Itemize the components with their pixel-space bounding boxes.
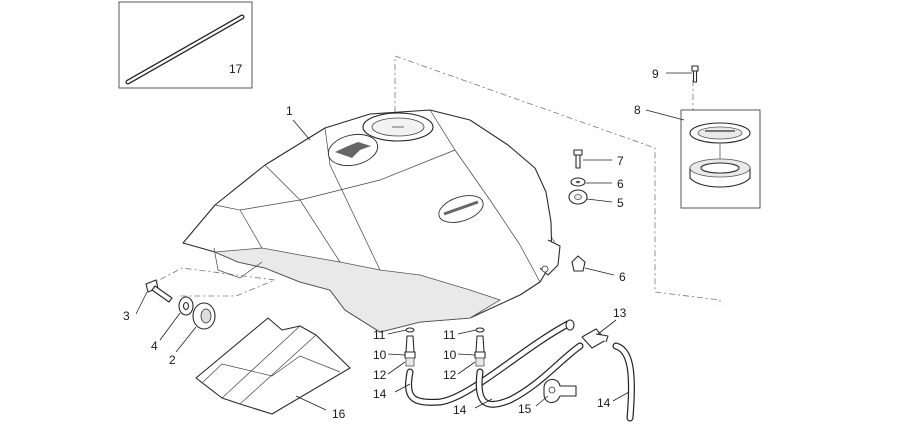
hoses <box>405 320 635 422</box>
callout-14a: 14 <box>373 387 387 401</box>
callout-16: 16 <box>332 407 346 421</box>
fuel-tank <box>182 109 561 333</box>
washer-4 <box>178 296 194 316</box>
assembly-guide-lines <box>147 55 721 305</box>
callout-12a: 12 <box>373 368 387 382</box>
callout-5: 5 <box>617 196 624 210</box>
callout-7: 7 <box>617 154 624 168</box>
callout-3: 3 <box>123 309 130 323</box>
callout-9: 9 <box>652 67 659 81</box>
callout-11a: 11 <box>373 328 386 342</box>
callout-14b: 14 <box>453 403 467 417</box>
callout-17: 17 <box>229 62 243 76</box>
callout-10a: 10 <box>373 348 387 362</box>
callout-10b: 10 <box>443 348 457 362</box>
right-mount-parts <box>568 149 588 272</box>
callout-15: 15 <box>518 402 532 416</box>
callout-8: 8 <box>634 103 641 117</box>
pad-16 <box>195 317 351 415</box>
rod-box <box>118 1 253 89</box>
callout-1: 1 <box>286 104 293 118</box>
grommet-2 <box>192 302 216 330</box>
callout-12b: 12 <box>443 368 457 382</box>
callout-13: 13 <box>613 306 627 320</box>
callout-6a: 6 <box>617 177 624 191</box>
callout-14c: 14 <box>597 396 611 410</box>
fittings <box>404 319 609 404</box>
leader-lines <box>135 72 692 411</box>
callout-4: 4 <box>151 339 158 353</box>
cap-assembly <box>680 65 761 209</box>
bolt-3 <box>145 279 173 303</box>
callout-6b: 6 <box>619 270 626 284</box>
callout-11b: 11 <box>443 328 456 342</box>
callout-2: 2 <box>169 353 176 367</box>
callout-labels: 17 1 3 4 2 7 6 5 6 9 8 11 11 10 10 12 12… <box>123 62 659 421</box>
